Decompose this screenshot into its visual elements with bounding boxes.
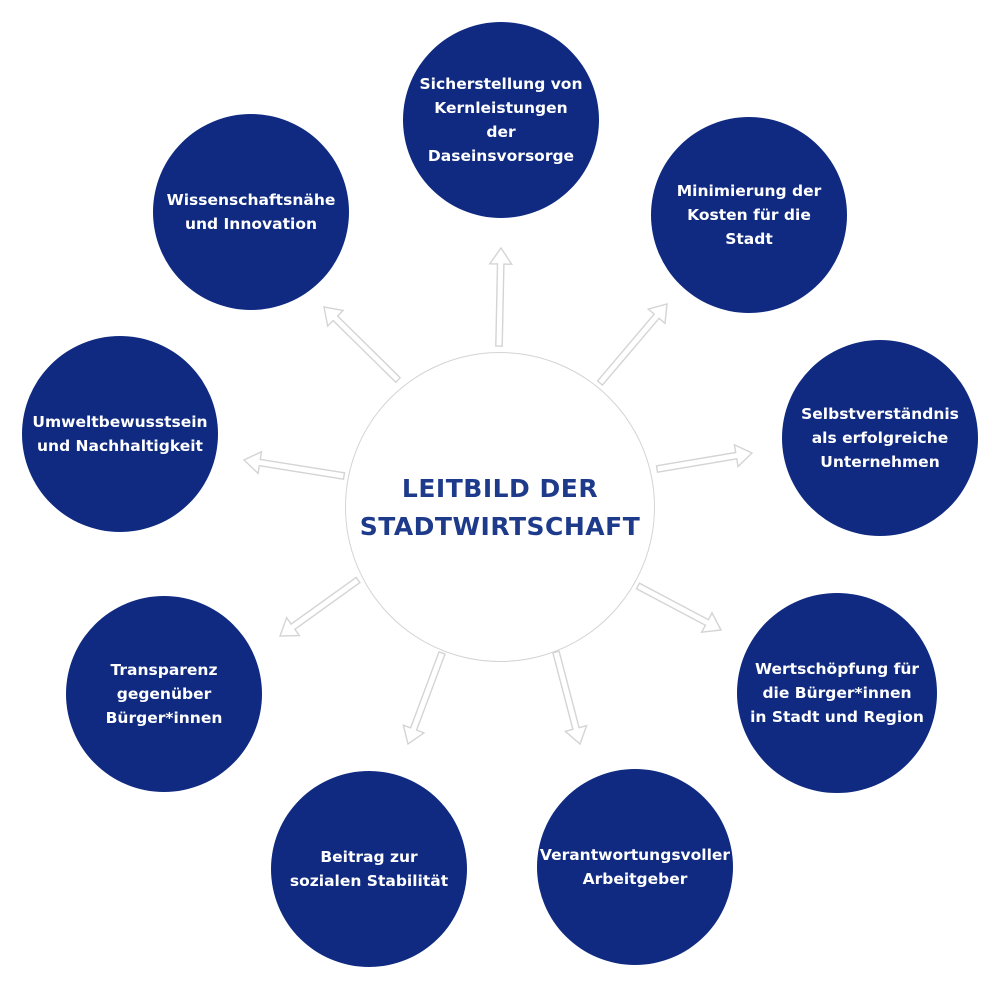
node-label: Wissenschaftsnähe und Innovation: [166, 191, 336, 233]
node-innovation: Wissenschaftsnähe und Innovation: [153, 114, 349, 310]
center-circle: LEITBILD DER STADTWIRTSCHAFT: [345, 352, 655, 662]
node-label: Minimierung der Kosten für die Stadt: [676, 182, 822, 248]
connector-arrow: [552, 650, 588, 746]
node-transparenz: Transparenz gegenüber Bürger*innen: [66, 596, 262, 792]
node-label: Umweltbewusstsein und Nachhaltigkeit: [32, 413, 208, 455]
connector-arrow: [242, 450, 346, 481]
node-label: Wertschöpfung für die Bürger*innen in St…: [750, 660, 924, 726]
node-wertschoepfung: Wertschöpfung für die Bürger*innen in St…: [737, 593, 937, 793]
connector-arrow: [635, 582, 723, 634]
node-label: Transparenz gegenüber Bürger*innen: [105, 661, 223, 727]
node-nachhaltigkeit: Umweltbewusstsein und Nachhaltigkeit: [22, 336, 218, 532]
node-soziale-stabilitaet: Beitrag zur sozialen Stabilität: [271, 771, 467, 967]
connector-arrow: [278, 576, 361, 637]
connector-arrow: [402, 651, 446, 746]
connector-arrow: [596, 303, 668, 387]
connector-arrow: [323, 306, 402, 384]
node-selbstverstaendnis: Selbstverständnis als erfolgreiche Unter…: [782, 340, 978, 536]
connector-arrow: [655, 443, 754, 474]
node-daseinsvorsorge: Sicherstellung von Kernleistungen der Da…: [403, 22, 599, 218]
node-label: Beitrag zur sozialen Stabilität: [289, 848, 449, 890]
center-title: LEITBILD DER STADTWIRTSCHAFT: [359, 474, 641, 541]
node-label: Selbstverständnis als erfolgreiche Unter…: [801, 405, 959, 471]
node-label: Sicherstellung von Kernleistungen der Da…: [419, 75, 583, 165]
connector-arrow: [488, 246, 514, 347]
node-label: Verantwortungsvoller Arbeitgeber: [539, 846, 731, 888]
node-arbeitgeber: Verantwortungsvoller Arbeitgeber: [537, 769, 733, 965]
node-kostenminimierung: Minimierung der Kosten für die Stadt: [651, 117, 847, 313]
